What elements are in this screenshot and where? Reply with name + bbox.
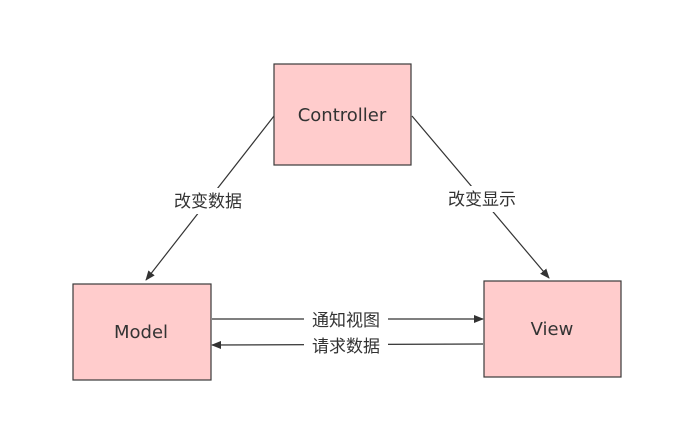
node-view[interactable]: View bbox=[483, 280, 622, 378]
edge-label-request-data: 请求数据 bbox=[312, 337, 380, 357]
edge-label-bg-notify-view bbox=[304, 308, 388, 330]
edge-label-bg-change-data bbox=[166, 188, 250, 214]
edge-label-notify-view: 通知视图 bbox=[312, 311, 380, 331]
edge-label-bg-change-display bbox=[440, 186, 524, 212]
node-controller[interactable]: Controller bbox=[273, 63, 412, 166]
node-controller-label: Controller bbox=[298, 105, 387, 126]
node-model-label: Model bbox=[114, 322, 168, 343]
edge-label-change-display: 改变显示 bbox=[448, 190, 516, 210]
edge-label-bg-request-data bbox=[304, 334, 388, 356]
node-view-box bbox=[483, 280, 622, 378]
node-view-label: View bbox=[531, 319, 574, 340]
edge-label-change-data: 改变数据 bbox=[174, 192, 242, 212]
node-controller-box bbox=[273, 63, 412, 166]
node-model[interactable]: Model bbox=[72, 283, 212, 381]
node-model-box bbox=[72, 283, 212, 381]
